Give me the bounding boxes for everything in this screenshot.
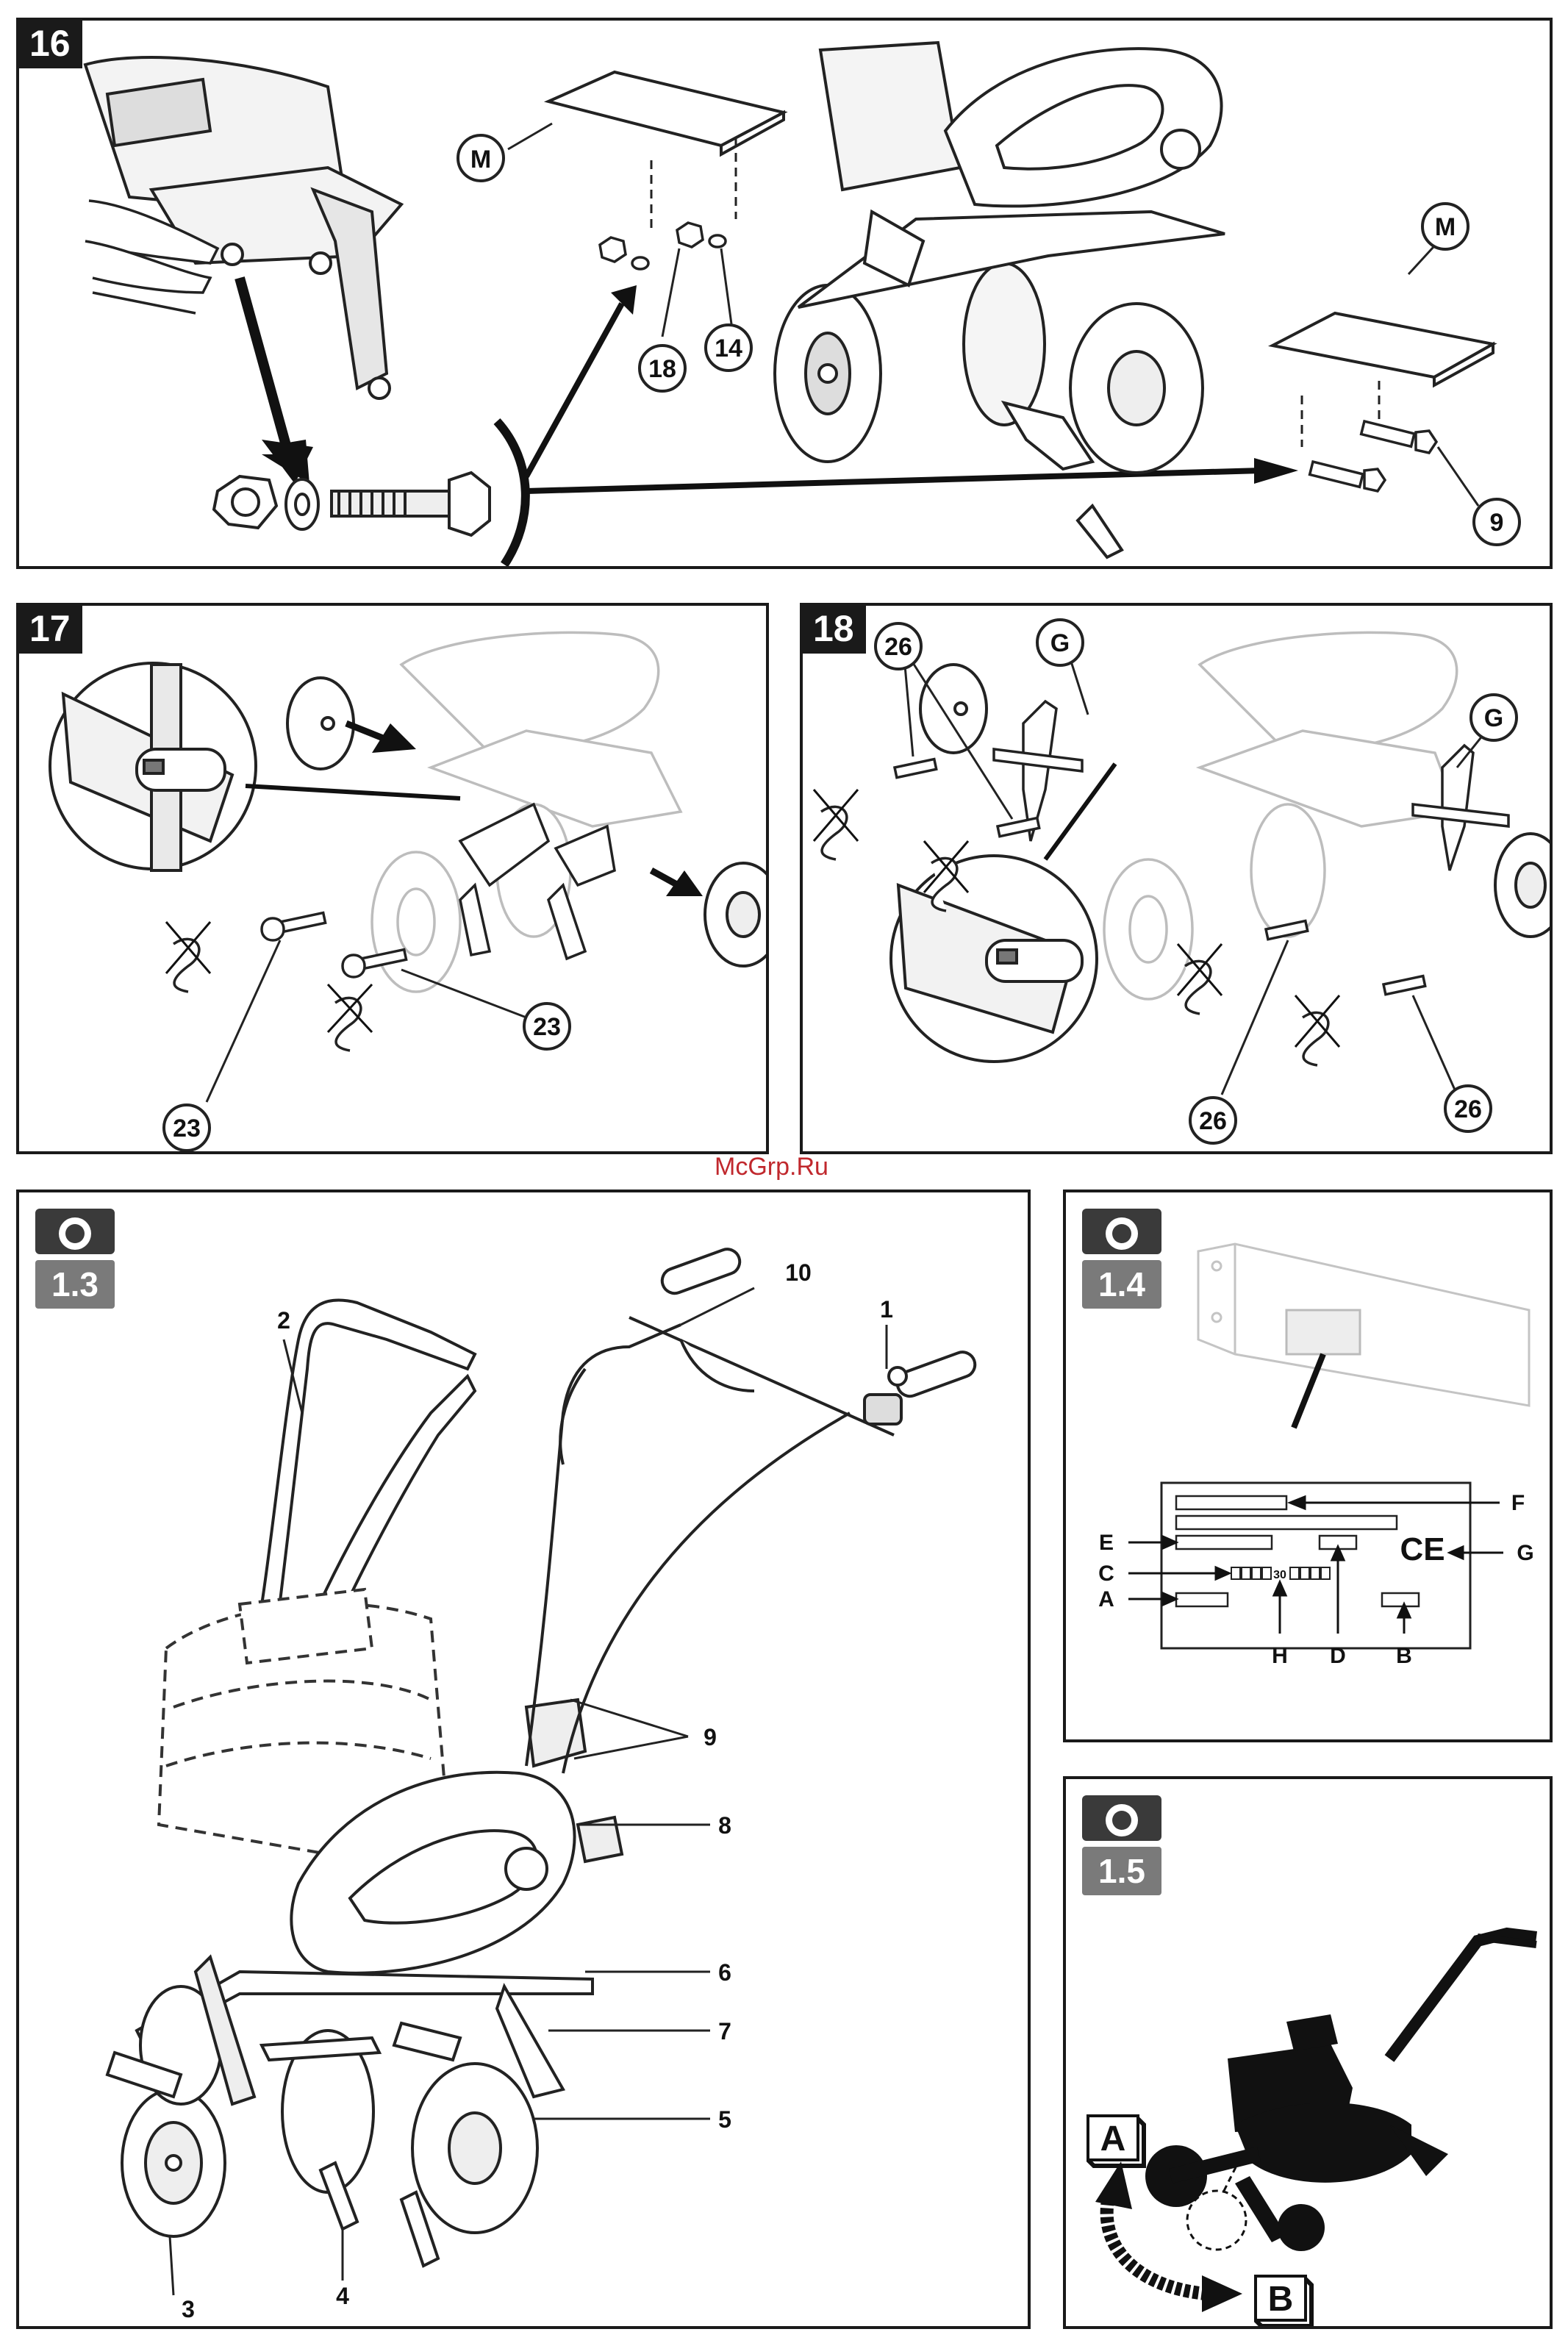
plate-label-c: C bbox=[1098, 1562, 1114, 1586]
plate-label-d: D bbox=[1330, 1644, 1346, 1668]
part-label-9: 9 bbox=[704, 1724, 717, 1750]
callout-26-bottom: 26 bbox=[1454, 1095, 1482, 1123]
part-label-10: 10 bbox=[785, 1259, 812, 1286]
panel-step-18: 18 bbox=[800, 603, 1553, 1154]
callout-g-right: G bbox=[1484, 704, 1503, 732]
part-label-2: 2 bbox=[277, 1307, 290, 1334]
panel-overview-1-3: 1.3 bbox=[16, 1190, 1031, 2329]
panel-step-16: 16 bbox=[16, 18, 1553, 569]
assembly-illustration-16: M M 18 14 9 bbox=[19, 21, 1553, 569]
part-label-5: 5 bbox=[718, 2106, 731, 2133]
wheel-position-illustration: A B bbox=[1066, 1779, 1553, 2329]
position-label-a: A bbox=[1100, 2120, 1126, 2158]
callout-26-top: 26 bbox=[884, 633, 912, 661]
rating-plate-illustration: 30 CE F E G C A H D B bbox=[1066, 1192, 1553, 1742]
plate-label-a: A bbox=[1098, 1587, 1114, 1612]
part-label-4: 4 bbox=[336, 2283, 349, 2309]
ce-mark: CE bbox=[1400, 1531, 1445, 1567]
panel-rating-plate-1-4: 1.4 30 CE bbox=[1063, 1190, 1553, 1742]
callout-23-right: 23 bbox=[533, 1013, 561, 1041]
callout-18: 18 bbox=[648, 355, 676, 383]
callout-23-left: 23 bbox=[173, 1115, 201, 1142]
part-label-3: 3 bbox=[182, 2296, 195, 2322]
callout-14: 14 bbox=[715, 335, 742, 362]
callout-9: 9 bbox=[1490, 509, 1504, 537]
assembly-illustration-18: 26 G G 26 26 bbox=[803, 606, 1553, 1154]
plate-label-f: F bbox=[1511, 1491, 1525, 1515]
callout-m-top: M bbox=[470, 146, 491, 174]
plate-label-h: H bbox=[1272, 1644, 1288, 1668]
plate-label-g: G bbox=[1517, 1541, 1533, 1565]
part-label-8: 8 bbox=[718, 1812, 731, 1839]
part-label-6: 6 bbox=[718, 1959, 731, 1986]
watermark: McGrp.Ru bbox=[715, 1153, 828, 1181]
plate-label-b: B bbox=[1396, 1644, 1412, 1668]
plate-label-e: E bbox=[1099, 1531, 1114, 1555]
callout-m-right: M bbox=[1435, 213, 1456, 241]
panel-position-1-5: 1.5 A bbox=[1063, 1776, 1553, 2329]
position-label-b: B bbox=[1268, 2280, 1294, 2319]
assembly-illustration-17: 23 23 bbox=[19, 606, 769, 1154]
callout-g-top: G bbox=[1050, 629, 1070, 657]
part-label-7: 7 bbox=[718, 2018, 731, 2045]
callout-26-mid: 26 bbox=[1199, 1107, 1227, 1135]
part-label-1: 1 bbox=[880, 1296, 893, 1323]
tiller-overview-illustration: 10 1 2 9 8 6 7 5 3 4 bbox=[19, 1192, 1031, 2329]
panel-step-17: 17 bbox=[16, 603, 769, 1154]
